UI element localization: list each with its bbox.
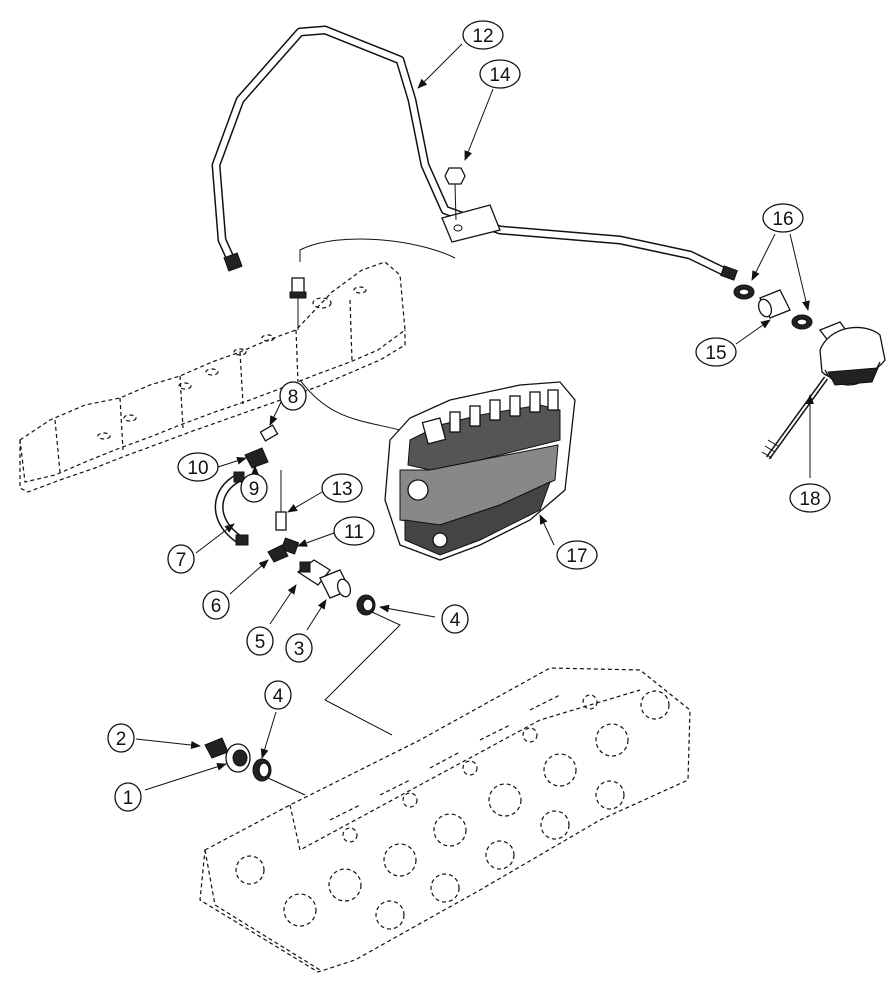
svg-text:5: 5	[255, 632, 266, 653]
elbow-6	[267, 544, 289, 563]
svg-text:4: 4	[273, 686, 284, 707]
hose-7	[214, 471, 249, 546]
callout-1: 1	[114, 782, 142, 812]
nut-14	[444, 167, 466, 221]
svg-text:3: 3	[294, 639, 305, 660]
svg-text:13: 13	[331, 479, 352, 500]
injection-pump-17	[384, 381, 576, 561]
fitting-8	[259, 424, 279, 442]
callout-8: 8	[279, 381, 307, 411]
leader-line	[324, 611, 401, 736]
fitting-13	[275, 470, 287, 531]
svg-text:14: 14	[489, 65, 511, 86]
hose-15	[757, 289, 791, 319]
callout-3: 3	[285, 633, 313, 663]
callout-15: 15	[695, 337, 737, 367]
callout-12: 12	[462, 20, 504, 50]
callout-6: 6	[202, 590, 230, 620]
callout-17: 17	[556, 540, 598, 570]
callout-10: 10	[177, 452, 219, 482]
callout-16: 16	[762, 203, 804, 233]
svg-text:8: 8	[288, 387, 299, 408]
adapter-3	[319, 569, 352, 599]
svg-text:18: 18	[799, 489, 820, 510]
plug-2	[204, 737, 229, 759]
callouts: 12 14 16 15 18 17 8 10	[107, 20, 831, 812]
svg-text:15: 15	[705, 343, 726, 364]
callout-7: 7	[167, 544, 195, 574]
connecting-hose	[299, 238, 456, 431]
svg-text:6: 6	[211, 596, 222, 617]
svg-text:4: 4	[450, 610, 461, 631]
bracket	[441, 204, 501, 243]
fitting-11	[280, 537, 300, 555]
callout-13: 13	[321, 473, 363, 503]
svg-text:16: 16	[772, 209, 793, 230]
hose-clamp-b	[791, 314, 813, 330]
callout-4-upper: 4	[441, 604, 469, 634]
svg-text:1: 1	[123, 788, 134, 809]
seal-4b	[252, 758, 272, 782]
svg-text:10: 10	[187, 458, 208, 479]
svg-text:11: 11	[344, 522, 364, 543]
callout-14: 14	[479, 59, 521, 89]
callout-9: 9	[240, 473, 268, 503]
seal-4a	[356, 594, 376, 616]
callout-leaders	[135, 43, 814, 791]
callout-11: 11	[333, 516, 375, 546]
leader-line-2	[267, 777, 306, 796]
svg-text:12: 12	[472, 26, 493, 47]
tube-12	[211, 25, 738, 281]
adapter-1	[225, 743, 251, 773]
callout-2: 2	[107, 723, 135, 753]
breather-fitting	[289, 277, 307, 330]
breather-assembly-18	[761, 321, 886, 460]
fitting-9	[244, 447, 269, 469]
svg-text:2: 2	[116, 729, 127, 750]
callout-4-lower: 4	[264, 680, 292, 710]
svg-text:17: 17	[566, 546, 587, 567]
svg-text:7: 7	[176, 550, 187, 571]
rocker-cover	[19, 261, 406, 493]
callout-18: 18	[789, 483, 831, 513]
hose-clamp-a	[733, 284, 755, 300]
svg-text:9: 9	[249, 479, 260, 500]
cylinder-head	[199, 667, 691, 973]
callout-5: 5	[246, 626, 274, 656]
